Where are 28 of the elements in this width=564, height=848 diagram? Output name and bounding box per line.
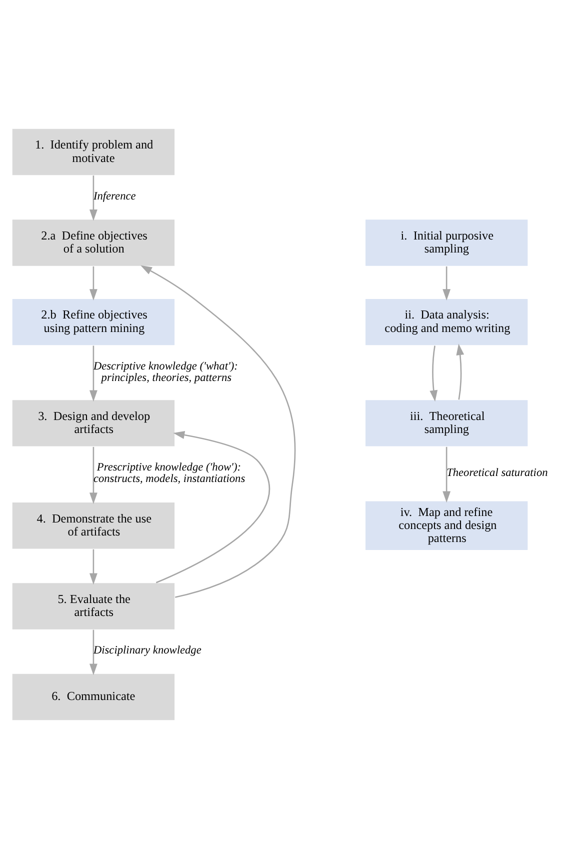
arrow [140,264,296,598]
node-box: 1. Identify problem and motivate [12,128,176,176]
node-box: i. Initial purposive sampling [364,218,529,266]
arrow [89,266,98,300]
arrow [89,446,98,504]
edge-label: Descriptive knowledge ('what'): principles, theories, patterns [93,360,238,384]
node-box: iii. Theoretical sampling [364,398,529,447]
node-box: 6. Communicate [12,672,176,720]
node-box: 5. Evaluate the artifacts [12,582,176,630]
node-box: ii. Data analysis: coding and memo writing [364,298,529,346]
edge-label: Prescriptive knowledge ('how'): constructs, models, instantiations [93,461,246,484]
arrow [442,446,451,502]
edge-label: Theoretical saturation [446,466,548,478]
arrow [430,345,438,402]
arrow [89,629,98,675]
arrow [442,266,451,300]
arrow [456,343,464,400]
node-box: iv. Map and refine concepts and design patterns [364,500,529,550]
arrow [89,548,98,584]
arrow [89,345,98,402]
node-box: 2.b Refine objectives using pattern mining [12,298,176,346]
edge-label: Disciplinary knowledge [93,644,202,656]
arrow [89,175,98,220]
arrow [156,430,270,583]
node-box: 2.a Define objectives of a solution [12,218,176,266]
edge-label: Inference [93,190,136,202]
node-box: 3. Design and develop artifacts [12,398,176,447]
node-box: 4. Demonstrate the use of artifacts [12,501,176,550]
